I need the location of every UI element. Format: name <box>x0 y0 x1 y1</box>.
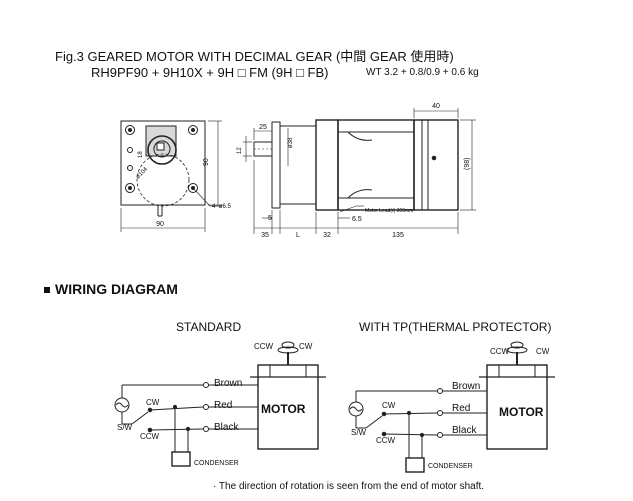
std-switch-cw: CW <box>146 398 160 407</box>
standard-title: STANDARD <box>176 320 242 334</box>
mount-hole-tr <box>188 125 198 135</box>
dim-L: L <box>296 232 300 239</box>
dim-98: (98) <box>464 158 471 170</box>
tp-ccw-arrow-label: CCW <box>490 347 510 356</box>
dim-35: 35 <box>261 232 269 239</box>
std-motor-label: MOTOR <box>261 402 306 416</box>
tp-switch-cw: CW <box>382 401 396 410</box>
std-wire-red: Red <box>214 400 233 411</box>
dim-12: 12 <box>237 147 243 154</box>
dim-135: 135 <box>392 232 404 239</box>
mount-hole-tl <box>125 125 135 135</box>
std-ccw-arrow-label: CCW <box>254 342 274 351</box>
tp-title: WITH TP(THERMAL PROTECTOR) <box>359 320 552 334</box>
tp-switch-label: S/W <box>351 428 367 437</box>
mount-hole-bl <box>125 183 135 193</box>
std-switch-label: S/W <box>117 423 133 432</box>
tp-condenser-label: CONDENSER <box>428 463 473 470</box>
model-number: RH9PF90 + 9H10X + 9H □ FM (9H □ FB) <box>91 65 329 80</box>
dim-40: 40 <box>432 103 440 110</box>
dim-lead: Motor Lead(ℓ) 300mm <box>365 208 413 214</box>
tp-wire-red: Red <box>452 403 471 414</box>
tp-switch-ccw: CCW <box>376 436 396 445</box>
condenser-tp <box>405 457 425 473</box>
weight-spec: WT 3.2 + 0.8/0.9 + 0.6 kg <box>366 67 479 78</box>
pcd-circle <box>136 153 190 207</box>
figure-title: Fig.3 GEARED MOTOR WITH DECIMAL GEAR (中間… <box>55 49 454 64</box>
std-cw-arrow-label: CW <box>299 342 313 351</box>
wiring-heading: WIRING DIAGRAM <box>44 281 178 297</box>
dim-5: 5 <box>268 215 272 222</box>
mount-hole-br <box>188 183 198 193</box>
dim-6-5: 6.5 <box>352 216 362 223</box>
condenser-standard <box>171 451 191 467</box>
std-condenser-label: CONDENSER <box>194 460 239 467</box>
std-switch-ccw: CCW <box>140 432 160 441</box>
dim-front-height: 90 <box>203 158 210 166</box>
tp-wire-brown: Brown <box>452 381 481 392</box>
bullet-square <box>44 287 50 294</box>
wiring-heading-text: WIRING DIAGRAM <box>55 281 178 297</box>
dim-shaft-len: 25 <box>259 124 267 131</box>
tp-wire-black: Black <box>452 425 477 436</box>
rotation-note: · The direction of rotation is seen from… <box>213 481 485 492</box>
dim-shaft-dia: ø38 <box>288 137 294 148</box>
dim-18: 18 <box>138 151 144 158</box>
shaft-circle <box>147 135 177 165</box>
dim-front-width: 90 <box>156 221 164 228</box>
tp-motor-label: MOTOR <box>499 405 544 419</box>
dim-hole: 4−ø6.5 <box>212 204 232 210</box>
std-wire-black: Black <box>214 422 239 433</box>
tp-cw-arrow-label: CW <box>536 347 550 356</box>
front-flange <box>120 120 206 206</box>
std-wire-brown: Brown <box>214 378 243 389</box>
dim-32: 32 <box>323 232 331 239</box>
